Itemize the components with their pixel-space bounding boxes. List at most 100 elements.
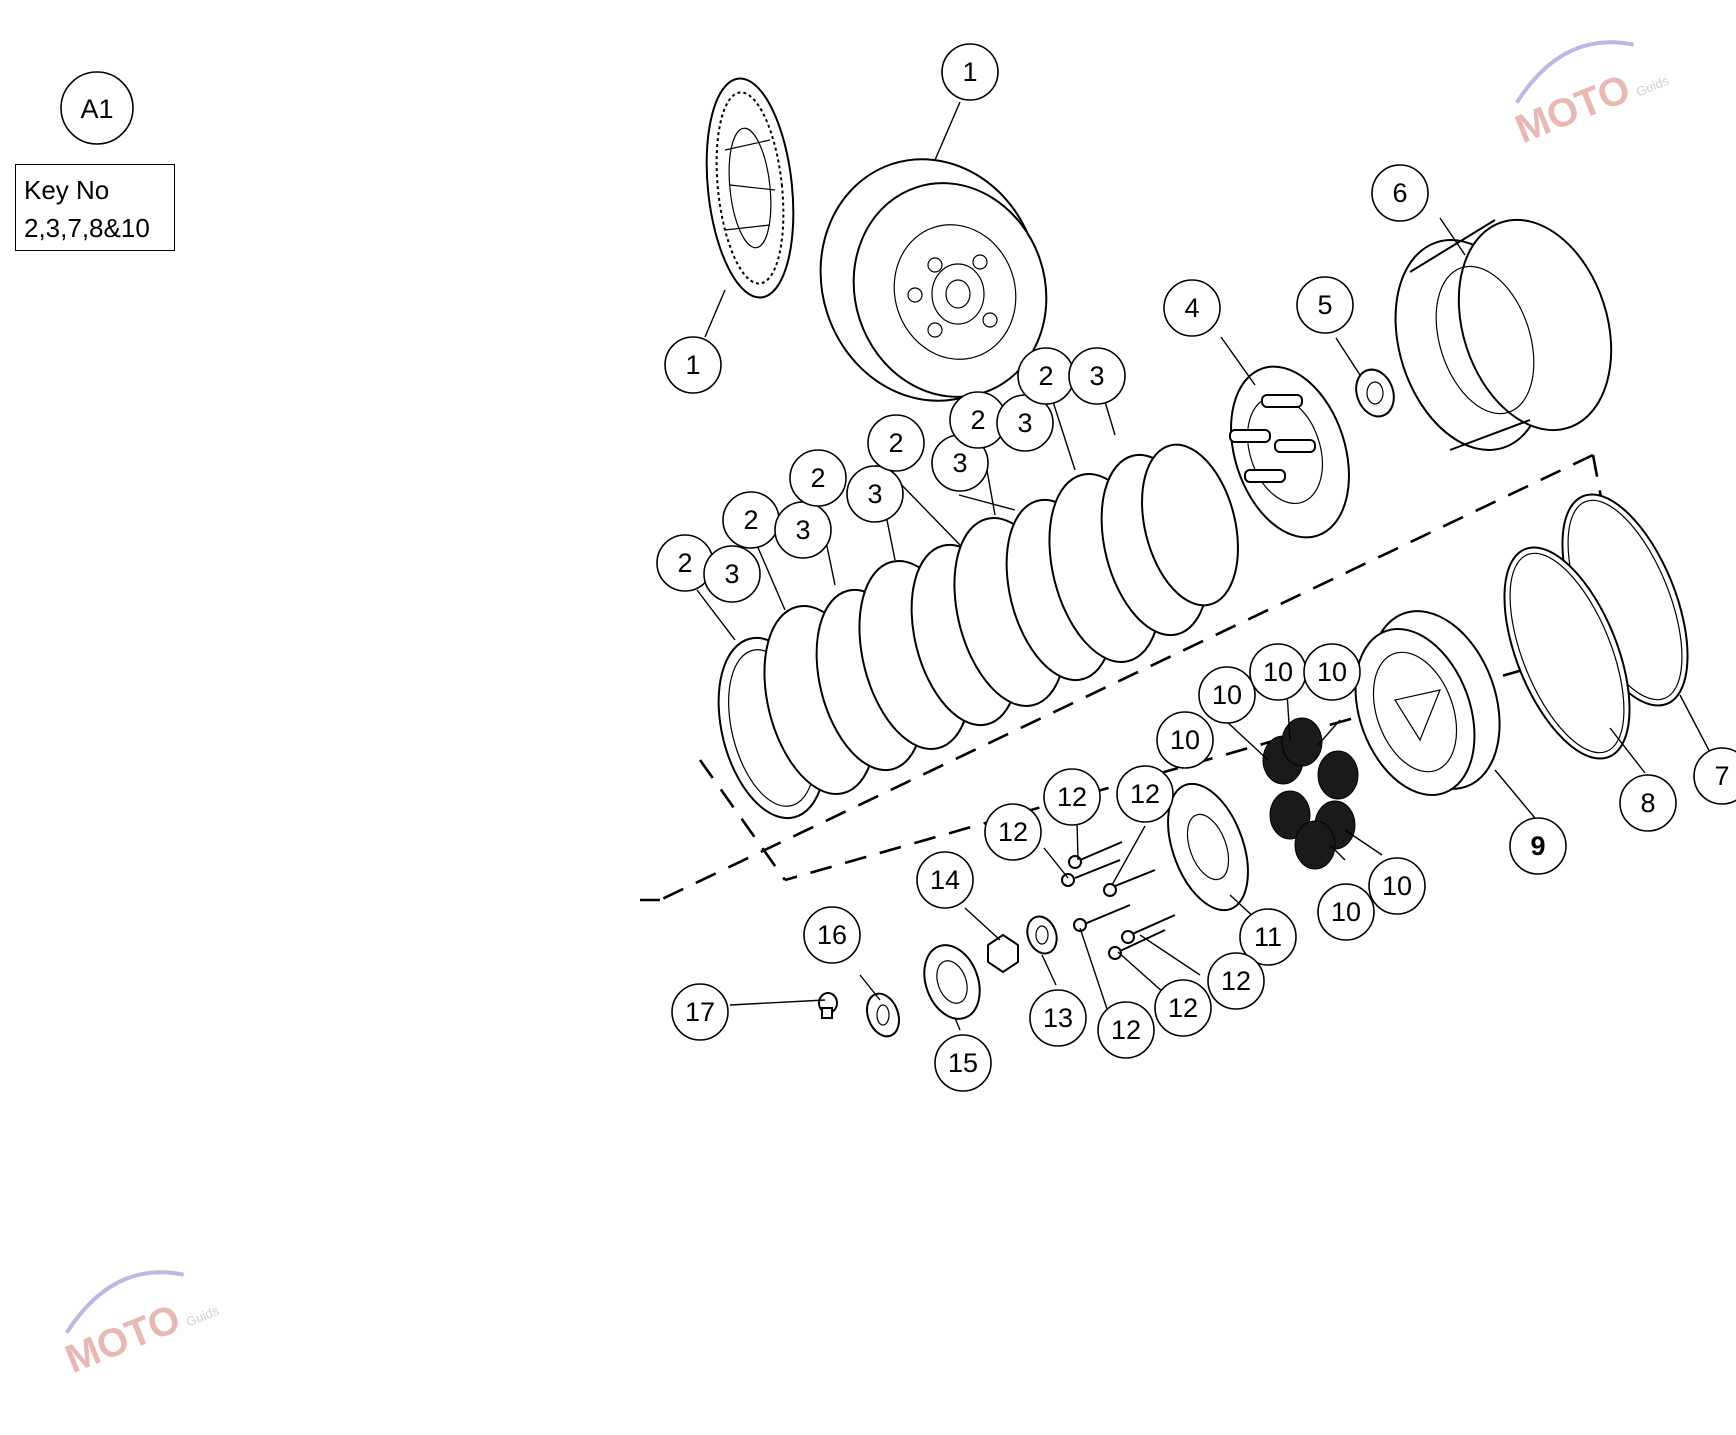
callout-6: 6 <box>1371 164 1429 222</box>
svg-text:2: 2 <box>1038 361 1053 391</box>
svg-text:1: 1 <box>962 57 977 87</box>
sheet-ref-circle: A1 <box>60 71 134 145</box>
svg-text:12: 12 <box>1130 779 1160 809</box>
part-pin-17 <box>818 992 838 1019</box>
svg-text:8: 8 <box>1640 788 1655 818</box>
svg-text:10: 10 <box>1331 897 1361 927</box>
svg-text:3: 3 <box>952 448 967 478</box>
callout-12-e: 12 <box>1154 979 1212 1037</box>
callout-10-d: 10 <box>1156 711 1214 769</box>
svg-text:Guids: Guids <box>184 1303 222 1330</box>
svg-text:2: 2 <box>810 463 825 493</box>
callout-1-basket: 1 <box>941 43 999 101</box>
svg-text:3: 3 <box>724 559 739 589</box>
svg-text:MOTO: MOTO <box>1509 66 1636 151</box>
svg-text:2: 2 <box>677 548 692 578</box>
svg-text:A1: A1 <box>80 94 113 124</box>
svg-text:2: 2 <box>888 428 903 458</box>
part-clutch-hub-6 <box>1394 218 1613 451</box>
callout-3-a: 3 <box>703 545 761 603</box>
svg-text:10: 10 <box>1170 725 1200 755</box>
svg-text:12: 12 <box>1057 782 1087 812</box>
callout-4: 4 <box>1163 279 1221 337</box>
callout-2-b: 2 <box>722 491 780 549</box>
callout-9: 9 <box>1509 817 1567 875</box>
svg-text:9: 9 <box>1530 831 1545 861</box>
callout-12-f: 12 <box>1097 1001 1155 1059</box>
part-ring-gear-1 <box>705 77 795 299</box>
svg-text:11: 11 <box>1254 922 1282 952</box>
part-washer-16 <box>866 992 900 1038</box>
callout-1-ring-gear: 1 <box>664 336 722 394</box>
watermark-logo-top: MOTO Guids <box>1509 40 1672 152</box>
key-title: Key No <box>24 175 110 205</box>
svg-text:3: 3 <box>1089 361 1104 391</box>
svg-text:12: 12 <box>1221 966 1251 996</box>
part-nut-14 <box>987 933 1019 974</box>
callout-2-f: 2 <box>1017 347 1075 405</box>
svg-text:1: 1 <box>685 350 700 380</box>
callout-13: 13 <box>1029 989 1087 1047</box>
callout-7: 7 <box>1693 747 1736 805</box>
svg-text:6: 6 <box>1392 178 1407 208</box>
callout-2-a: 2 <box>656 534 714 592</box>
svg-text:4: 4 <box>1184 293 1199 323</box>
dashed-group-outline <box>640 453 1630 902</box>
part-lock-washer-5 <box>1355 368 1395 418</box>
callout-10-b: 10 <box>1249 643 1307 701</box>
svg-text:3: 3 <box>1017 408 1032 438</box>
part-spring-plate-11 <box>1167 782 1249 912</box>
svg-text:12: 12 <box>998 817 1028 847</box>
svg-text:7: 7 <box>1714 761 1729 791</box>
callout-3-b: 3 <box>774 501 832 559</box>
callout-10-c: 10 <box>1303 643 1361 701</box>
svg-text:2: 2 <box>743 505 758 535</box>
callout-10-e: 10 <box>1368 857 1426 915</box>
callout-5: 5 <box>1296 276 1354 334</box>
svg-text:16: 16 <box>817 920 847 950</box>
svg-text:MOTO: MOTO <box>59 1296 186 1381</box>
svg-text:10: 10 <box>1263 657 1293 687</box>
svg-text:13: 13 <box>1043 1003 1073 1033</box>
callout-11: 11 <box>1239 908 1297 966</box>
part-pressure-plate-4 <box>1229 365 1350 539</box>
svg-text:10: 10 <box>1212 680 1242 710</box>
part-clutch-basket-1 <box>819 158 1048 402</box>
callout-16: 16 <box>803 906 861 964</box>
svg-text:3: 3 <box>867 479 882 509</box>
callout-3-d: 3 <box>931 434 989 492</box>
svg-text:14: 14 <box>930 865 960 895</box>
svg-text:12: 12 <box>1111 1015 1141 1045</box>
part-seal-15 <box>923 944 981 1020</box>
svg-text:Guids: Guids <box>1634 73 1672 100</box>
part-bolts-12 <box>1061 841 1176 960</box>
callout-12-d: 12 <box>1207 952 1265 1010</box>
watermark-logo-bottom: MOTO Guids <box>59 1270 222 1382</box>
callout-15: 15 <box>934 1034 992 1092</box>
callout-17: 17 <box>671 983 729 1041</box>
key-values: 2,3,7,8&10 <box>24 213 150 243</box>
part-lifter-9 <box>1354 610 1501 796</box>
svg-text:10: 10 <box>1317 657 1347 687</box>
svg-text:15: 15 <box>948 1048 978 1078</box>
callout-2-c: 2 <box>789 449 847 507</box>
svg-text:17: 17 <box>685 997 715 1027</box>
svg-text:5: 5 <box>1317 290 1332 320</box>
callout-8: 8 <box>1619 774 1677 832</box>
svg-text:3: 3 <box>795 515 810 545</box>
callout-12-a: 12 <box>984 803 1042 861</box>
part-washer-13 <box>1026 915 1058 955</box>
part-springs-10 <box>1262 717 1359 870</box>
callout-14: 14 <box>916 851 974 909</box>
svg-text:12: 12 <box>1168 993 1198 1023</box>
svg-text:10: 10 <box>1382 871 1412 901</box>
svg-text:2: 2 <box>970 405 985 435</box>
callout-3-e: 3 <box>996 394 1054 452</box>
callout-10-a: 10 <box>1198 666 1256 724</box>
key-number-box: Key No 2,3,7,8&10 <box>15 164 175 251</box>
callout-12-b: 12 <box>1043 768 1101 826</box>
callout-3-c: 3 <box>846 465 904 523</box>
part-clutch-plates-stack <box>717 443 1239 820</box>
callout-12-c: 12 <box>1116 765 1174 823</box>
